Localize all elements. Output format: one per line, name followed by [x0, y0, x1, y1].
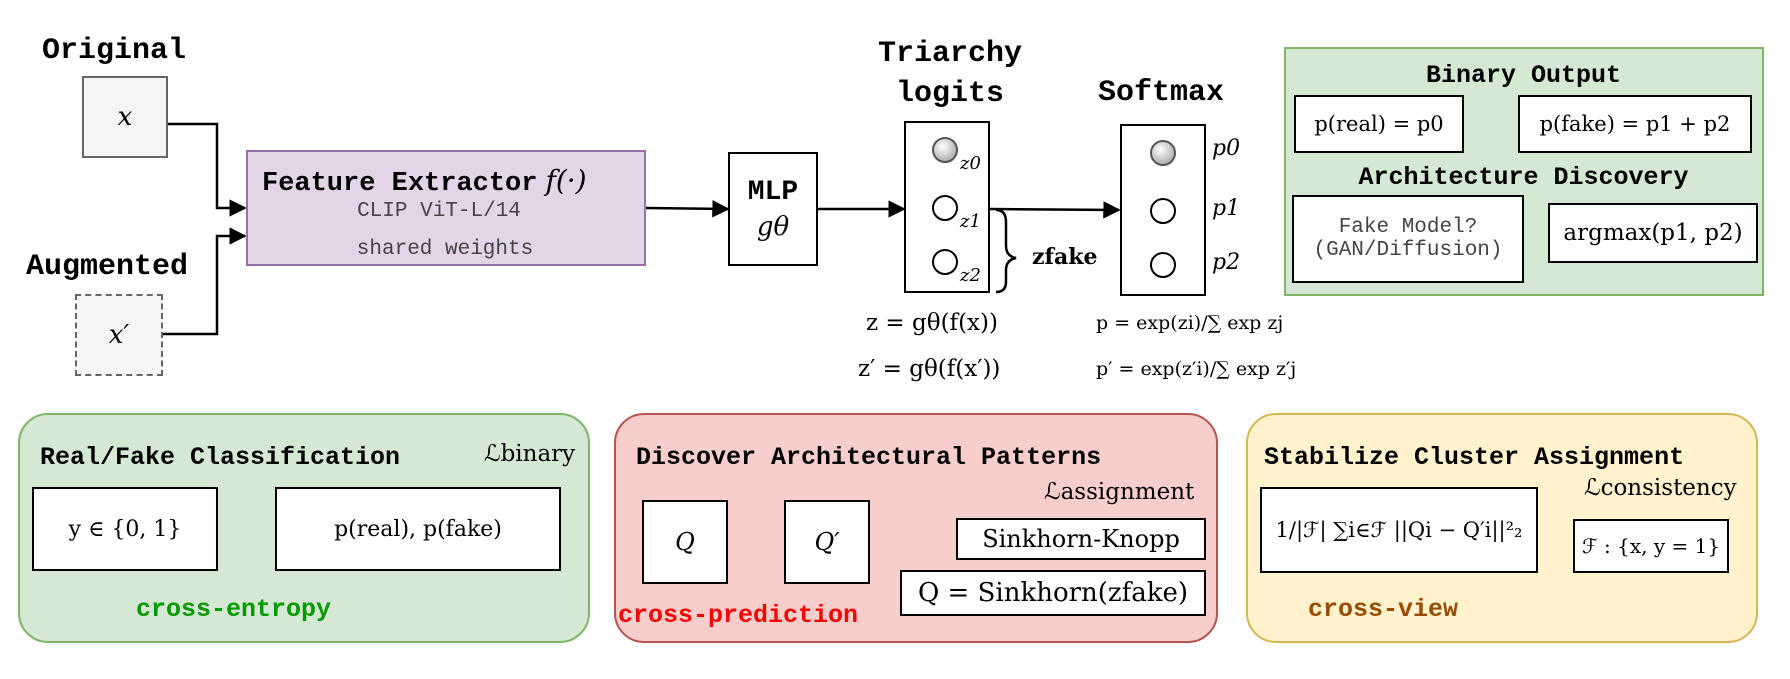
assignment-loss-symbol: ℒassignment: [1044, 479, 1195, 505]
sinkhorn-equation-box: Q = Sinkhorn(zfake): [900, 570, 1206, 616]
mlp-box: MLP gθ: [728, 152, 818, 266]
logits-title: Triarchy logits: [860, 34, 1040, 114]
consistency-formula-box: 1/|ℱ| ∑i∈ℱ ||Qi − Q′i||²₂: [1260, 487, 1538, 573]
feature-extractor-func: f(·): [545, 164, 587, 197]
feature-extractor-note: shared weights: [356, 238, 534, 261]
argmax-formula: argmax(p1, p2): [1563, 220, 1743, 246]
q-label: Q: [675, 528, 695, 556]
sinkhorn-knopp-box: Sinkhorn-Knopp: [956, 518, 1206, 560]
sinkhorn-knopp-label: Sinkhorn-Knopp: [982, 525, 1180, 553]
consistency-loss-panel: Stabilize Cluster Assignment ℒconsistenc…: [1246, 413, 1758, 643]
binary-panel-title: Real/Fake Classification: [40, 443, 401, 472]
softmax-node-1: [1150, 198, 1176, 224]
logit-node-2: [932, 249, 958, 275]
augmented-symbol: x′: [108, 320, 130, 350]
arrow-extractor-to-mlp: [645, 200, 730, 218]
binary-loss-panel: Real/Fake Classification ℒbinary y ∈ {0,…: [18, 413, 590, 643]
logits-equation-1: z = gθ(f(x)): [866, 310, 998, 336]
fake-probability-box: p(fake) = p1 + p2: [1518, 95, 1752, 153]
softmax-title: Softmax: [1098, 76, 1225, 110]
mlp-title: MLP: [747, 176, 799, 208]
mlp-symbol: gθ: [756, 211, 790, 242]
architecture-discovery-title: Architecture Discovery: [1358, 163, 1689, 192]
softmax-label-0: p0: [1212, 136, 1241, 161]
softmax-node-0: [1150, 140, 1176, 166]
arrow-logits-to-softmax: [989, 201, 1121, 219]
prediction-box: p(real), p(fake): [275, 487, 561, 571]
assignment-loss-panel: Discover Architectural Patterns ℒassignm…: [614, 413, 1218, 643]
binary-output-title: Binary Output: [1425, 61, 1622, 90]
real-probability-box: p(real) = p0: [1294, 95, 1464, 153]
feature-extractor-subtitle: CLIP ViT-L/14: [357, 200, 521, 223]
cross-view-caption: cross-view: [1308, 595, 1459, 624]
argmax-box: argmax(p1, p2): [1548, 203, 1758, 263]
binary-loss-symbol: ℒbinary: [484, 441, 576, 467]
logit-node-1: [932, 195, 958, 221]
q-box: Q: [642, 500, 728, 584]
softmax-equation-2: p′ = exp(z′i)/∑ exp z′j: [1096, 358, 1297, 380]
consistency-formula: 1/|ℱ| ∑i∈ℱ ||Qi − Q′i||²₂: [1275, 518, 1523, 542]
real-probability: p(real) = p0: [1314, 112, 1444, 136]
logit-label-2: z2: [960, 265, 981, 286]
logit-node-0: [932, 137, 958, 163]
set-definition: ℱ : {x, y = 1}: [1581, 534, 1721, 558]
augmented-label: Augmented: [26, 250, 189, 284]
feature-extractor-header: Feature Extractor f(·): [262, 164, 634, 199]
original-label: Original: [42, 34, 187, 68]
sinkhorn-equation: Q = Sinkhorn(zfake): [917, 578, 1189, 608]
softmax-equation-1: p = exp(zi)/∑ exp zj: [1096, 312, 1284, 334]
softmax-box: [1120, 124, 1206, 296]
fake-model-question: Fake Model?: [1338, 216, 1478, 239]
logits-box: z0 z1 z2: [904, 121, 990, 293]
fake-model-box: Fake Model? (GAN/Diffusion): [1292, 195, 1524, 283]
logit-label-1: z1: [960, 211, 981, 232]
logits-equation-2: z′ = gθ(f(x′)): [858, 356, 1001, 382]
augmented-input-box: x′: [75, 294, 163, 376]
feature-extractor-box: Feature Extractor f(·) CLIP ViT-L/14 sha…: [246, 150, 646, 266]
fake-probability: p(fake) = p1 + p2: [1539, 112, 1731, 136]
ground-truth-label: y ∈ {0, 1}: [68, 516, 182, 542]
zfake-brace: [995, 208, 1017, 294]
prediction-label: p(real), p(fake): [334, 516, 502, 542]
zfake-label: zfake: [1032, 244, 1098, 270]
original-input-box: x: [82, 76, 168, 158]
q-prime-box: Q′: [784, 500, 870, 584]
original-symbol: x: [117, 102, 133, 132]
output-panel: Binary Output p(real) = p0 p(fake) = p1 …: [1284, 47, 1764, 296]
consistency-loss-symbol: ℒconsistency: [1584, 475, 1737, 501]
logits-title-line2: logits: [895, 77, 1005, 111]
set-definition-box: ℱ : {x, y = 1}: [1573, 519, 1729, 573]
ground-truth-box: y ∈ {0, 1}: [32, 487, 218, 571]
consistency-panel-title: Stabilize Cluster Assignment: [1264, 443, 1685, 472]
feature-extractor-title: Feature Extractor: [262, 169, 538, 199]
assignment-panel-title: Discover Architectural Patterns: [636, 443, 1102, 472]
logits-title-line1: Triarchy: [877, 37, 1023, 71]
q-prime-label: Q′: [814, 528, 840, 556]
fake-model-types: (GAN/Diffusion): [1313, 239, 1503, 262]
arrow-augmented-to-extractor: [163, 227, 247, 336]
cross-prediction-caption: cross-prediction: [618, 601, 859, 630]
arrow-original-to-extractor: [168, 122, 247, 217]
cross-entropy-caption: cross-entropy: [136, 595, 332, 624]
softmax-label-2: p2: [1212, 250, 1241, 275]
logit-label-0: z0: [960, 153, 981, 174]
softmax-label-1: p1: [1212, 196, 1241, 221]
softmax-node-2: [1150, 252, 1176, 278]
